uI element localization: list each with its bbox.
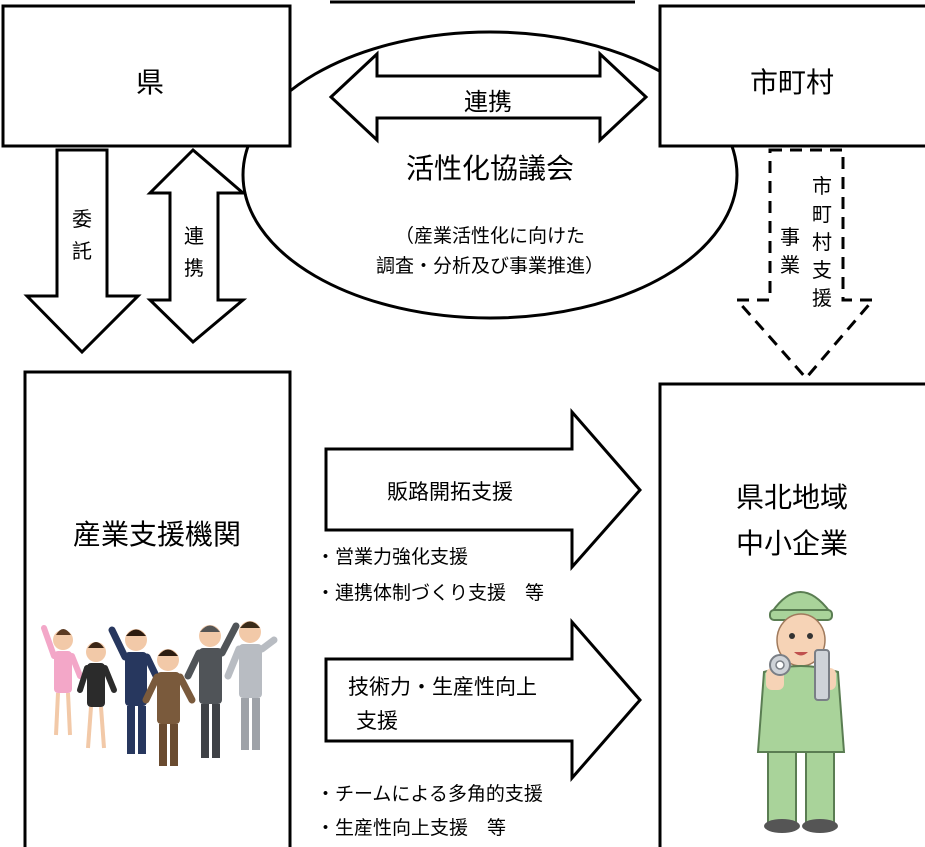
muni-support-char-4: 支 (812, 258, 832, 282)
delegate-char-1: 委 (72, 207, 92, 231)
muni-support-char-5: 援 (812, 286, 832, 310)
tech-support-arrow: 技術力・生産性向上 支援 (324, 617, 642, 783)
left-link-arrow: 連 携 (146, 147, 248, 345)
tech-support-label-line1: 技術力・生産性向上 (348, 675, 537, 699)
muni-support-char-3: 村 (812, 230, 832, 254)
sales-note-2: ・連携体制づくり支援 等 (316, 582, 544, 604)
tech-note-2: ・生産性向上支援 等 (316, 817, 506, 839)
support-org-label: 産業支援機関 (73, 518, 241, 551)
factory-worker-icon (756, 591, 846, 833)
muni-project-char-1: 事 (780, 225, 800, 249)
sales-note-1: ・営業力強化支援 (316, 546, 468, 568)
delegate-arrow: 委 託 (23, 148, 142, 355)
tech-support-label-line2: 支援 (356, 709, 398, 733)
delegate-char-2: 託 (72, 239, 92, 263)
sme-label-line1: 県北地域 (736, 481, 848, 514)
muni-support-char-1: 市 (812, 174, 832, 198)
muni-support-char-2: 町 (812, 202, 832, 226)
top-link-label: 連携 (464, 88, 512, 116)
muni-support-arrow: 市 町 村 支 援 事 業 (733, 148, 877, 381)
left-link-char-2: 携 (184, 256, 204, 280)
prefecture-node: 県 (1, 4, 292, 148)
sme-label-line2: 中小企業 (736, 527, 848, 560)
left-link-char-1: 連 (184, 224, 204, 248)
municipality-node: 市町村 (658, 4, 925, 148)
municipality-label: 市町村 (750, 66, 834, 99)
tech-note-1: ・チームによる多角的支援 (316, 783, 543, 805)
sales-support-arrow: 販路開拓支援 (324, 407, 642, 571)
business-team-icon (41, 621, 278, 766)
council-note-line2: 調査・分析及び事業推進） (376, 255, 604, 277)
council-note-line1: （産業活性化に向けた (395, 225, 585, 247)
council-label: 活性化協議会 (406, 152, 574, 185)
prefecture-label: 県 (136, 66, 164, 99)
sales-support-label: 販路開拓支援 (387, 480, 513, 504)
muni-project-char-2: 業 (780, 253, 800, 277)
top-link-arrow: 連携 (328, 50, 649, 144)
support-org-node: 産業支援機関 (23, 370, 292, 847)
